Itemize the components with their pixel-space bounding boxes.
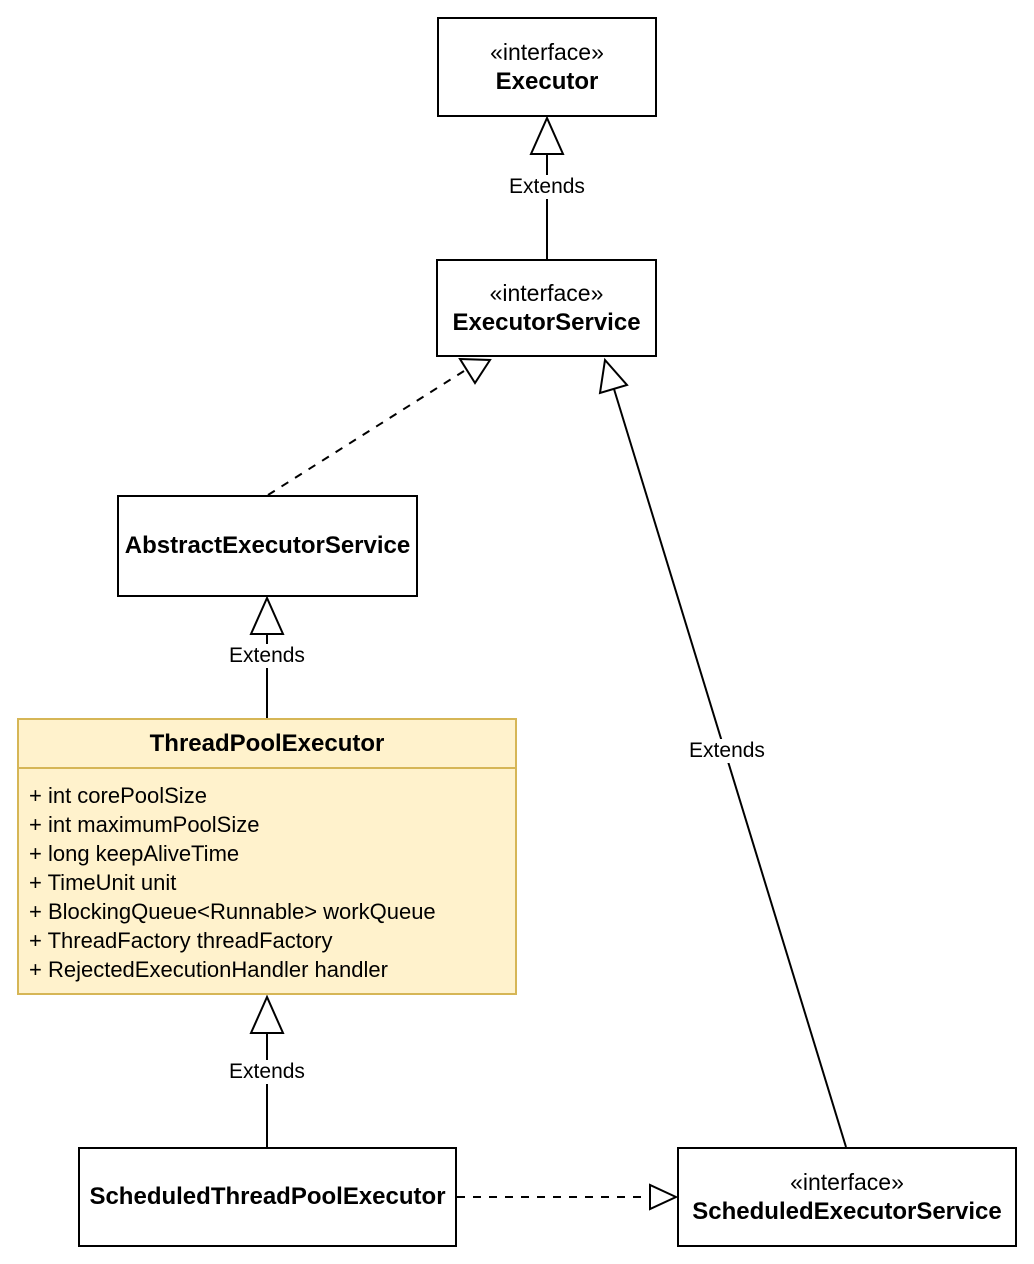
arrowhead-extends-executorservice-right-icon xyxy=(598,357,629,395)
class-name: ScheduledExecutorService xyxy=(692,1198,1002,1225)
class-name: ScheduledThreadPoolExecutor xyxy=(89,1183,446,1210)
edge-scheduledexecutorservice-extends-executorservice xyxy=(613,388,847,1148)
attribute-item: + BlockingQueue<Runnable> workQueue xyxy=(29,899,436,924)
class-node-scheduledexecutorservice: «interface» ScheduledExecutorService xyxy=(677,1147,1017,1247)
edge-label-extends-threadpoolexecutor: Extends xyxy=(224,1060,310,1084)
arrowhead-implements-scheduledexecutorservice-icon xyxy=(649,1183,679,1211)
class-name: AbstractExecutorService xyxy=(124,532,411,559)
attribute-item: + int maximumPoolSize xyxy=(29,812,260,837)
stereotype-label: «interface» xyxy=(489,280,604,306)
class-node-executor: «interface» Executor xyxy=(437,17,657,117)
class-node-threadpoolexecutor: ThreadPoolExecutor + int corePoolSize + … xyxy=(17,718,517,995)
class-name: ExecutorService xyxy=(452,309,641,336)
edge-label-extends-executorservice-right: Extends xyxy=(684,739,770,763)
edge-label-extends-abstractexecutorservice: Extends xyxy=(224,644,310,668)
class-node-executorservice: «interface» ExecutorService xyxy=(436,259,657,357)
class-header: ThreadPoolExecutor xyxy=(19,720,515,769)
class-name: Executor xyxy=(495,68,599,95)
arrowhead-extends-threadpoolexecutor-icon xyxy=(249,994,285,1034)
arrowhead-extends-abstractexecutorservice-icon xyxy=(249,595,285,635)
attribute-item: + int corePoolSize xyxy=(29,783,207,808)
class-node-scheduledthreadpoolexecutor: ScheduledThreadPoolExecutor xyxy=(78,1147,457,1247)
class-node-abstractexecutorservice: AbstractExecutorService xyxy=(117,495,418,597)
class-name: ThreadPoolExecutor xyxy=(149,729,385,757)
arrowhead-extends-executor-icon xyxy=(529,115,565,155)
arrowhead-implements-executorservice-icon xyxy=(458,357,492,385)
attribute-item: + ThreadFactory threadFactory xyxy=(29,928,333,953)
edge-abstractexecutorservice-implements-executorservice xyxy=(267,370,465,496)
stereotype-label: «interface» xyxy=(790,1169,904,1195)
edge-label-extends-executor: Extends xyxy=(504,175,590,199)
attribute-item: + TimeUnit unit xyxy=(29,870,177,895)
attribute-item: + RejectedExecutionHandler handler xyxy=(29,957,388,982)
stereotype-label: «interface» xyxy=(490,39,604,65)
attributes-list: + int corePoolSize + int maximumPoolSize… xyxy=(19,769,515,984)
attribute-item: + long keepAliveTime xyxy=(29,841,240,866)
